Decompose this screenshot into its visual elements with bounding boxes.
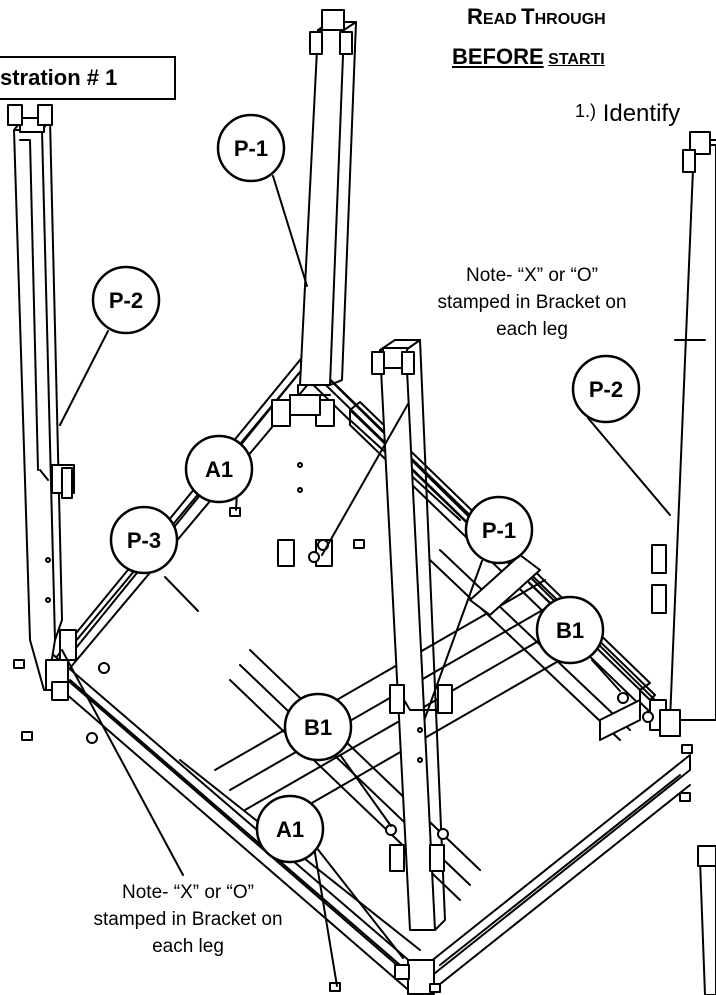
step-instruction: 1.) Identify (575, 100, 680, 128)
header-before: BEFORE (452, 44, 544, 69)
note-top: Note- “X” or “O” stamped in Bracket on e… (382, 262, 682, 343)
leg-p1-front (371, 339, 453, 995)
header-line1-cap-r: R (467, 4, 483, 29)
callout-label-p3: P-3 (127, 528, 161, 553)
note-bottom-line-1: Note- “X” or “O” (122, 882, 254, 903)
note-bottom-line-2: stamped in Bracket on (93, 909, 283, 930)
header-line1-hrough: HROUGH (534, 11, 606, 28)
note-top-line-1: Note- “X” or “O” (466, 265, 598, 286)
illustration-label: stration # 1 (0, 65, 118, 90)
callout-circle-p2-left (91, 265, 161, 335)
callout-label-a1-bottom: A1 (276, 817, 304, 842)
step-text: Identify (602, 100, 681, 127)
leader-lines (59, 175, 671, 987)
leg-p2-left (7, 104, 77, 701)
header-line1-cap-t: T (521, 4, 535, 29)
leg-partial-bottom-right (697, 845, 716, 995)
leg-p1-back (271, 9, 357, 567)
illustration-label-box: stration # 1 (0, 56, 176, 100)
callout-circle-b1-front (283, 692, 353, 762)
callout-circle-a1-bottom (255, 794, 325, 864)
callout-label-p2-right: P-2 (589, 377, 623, 402)
note-bottom-line-3: each leg (152, 936, 224, 957)
header-line1-ead: EAD (482, 11, 517, 28)
callout-circle-b1-right (535, 595, 605, 665)
callout-circle-p2-right (571, 354, 641, 424)
step-number: 1.) (575, 101, 597, 121)
note-bottom: Note- “X” or “O” stamped in Bracket on e… (38, 879, 338, 960)
leg-p2-right (649, 131, 716, 737)
callout-circle-p1-front (464, 495, 534, 565)
callout-circle-a1-top (184, 434, 254, 504)
callout-label-a1-top: A1 (205, 457, 233, 482)
callout-circles (91, 113, 641, 864)
header-line-2: BEFORE STARTI (452, 44, 605, 70)
callout-label-b1-right: B1 (556, 618, 584, 643)
header-starti: STARTI (548, 51, 605, 68)
callout-label-p2-left: P-2 (109, 288, 143, 313)
callout-label-p1-front: P-1 (482, 518, 516, 543)
header-line-1: READ THROUGH (467, 4, 606, 30)
note-top-line-2: stamped in Bracket on (437, 292, 627, 313)
callout-circle-p3 (109, 505, 179, 575)
callout-label-p1-top: P-1 (234, 136, 268, 161)
callout-label-b1-front: B1 (304, 715, 332, 740)
note-top-line-3: each leg (496, 319, 568, 340)
callout-circle-p1-top (216, 113, 286, 183)
